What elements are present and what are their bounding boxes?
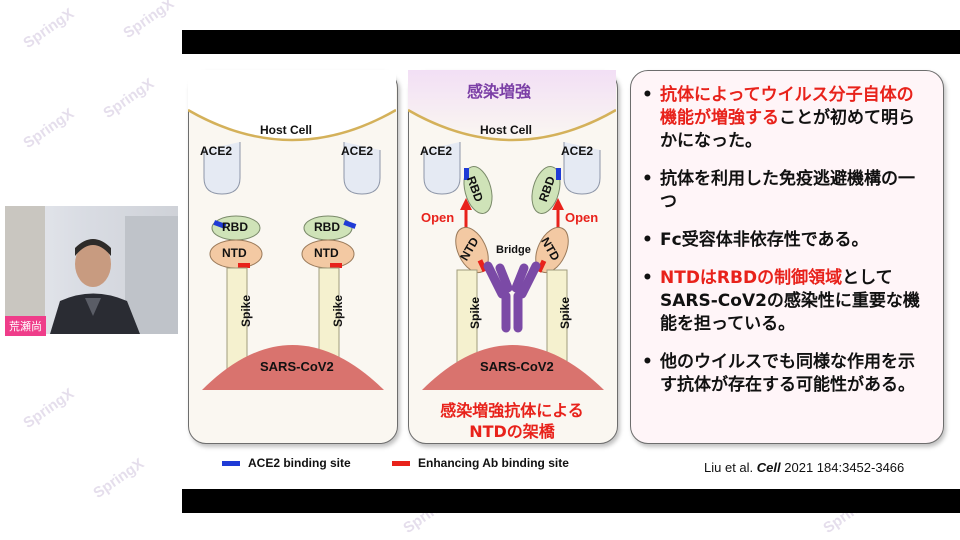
highlight-text: NTDはRBDの制御領域: [660, 268, 843, 288]
ace2-label: ACE2: [341, 144, 374, 158]
legend-label: Enhancing Ab binding site: [418, 456, 569, 470]
citation-ref: 2021 184:3452-3466: [784, 460, 905, 475]
rbd-label: RBD: [314, 220, 340, 234]
summary-item: 抗体によってウイルス分子自体の機能が増強することが初めて明らかになった。: [640, 84, 930, 153]
ace2-label: ACE2: [561, 144, 594, 158]
spike-label: Spike: [331, 294, 346, 328]
citation: Liu et al. Cell 2021 184:3452-3466: [704, 460, 904, 475]
virus-label: SARS-CoV2: [480, 359, 554, 374]
body-text: としてSARS-CoV2の感染性に重要な機能を担っている。: [660, 268, 920, 334]
body-text: 抗体を利用した免疫逃避機構の一つ: [660, 169, 915, 212]
presenter-video: [5, 206, 178, 334]
enhancement-caption-line1: 感染増強抗体による: [440, 401, 584, 420]
ace2-label: ACE2: [200, 144, 233, 158]
body-text: Fc受容体非依存性である。: [660, 230, 869, 250]
open-label: Open: [421, 210, 455, 225]
bridge-label: Bridge: [496, 244, 531, 256]
host-cell-label: Host Cell: [260, 123, 313, 137]
open-label: Open: [565, 210, 599, 225]
legend-enhancing: Enhancing Ab binding site: [392, 456, 569, 470]
enhancing-site-swatch: [392, 460, 410, 466]
citation-authors: Liu et al.: [704, 460, 754, 475]
ace2-site-swatch: [222, 460, 240, 466]
presenter-figure: [5, 206, 178, 334]
letterbox-top: [182, 30, 960, 54]
presenter-name: 荒瀬尚: [5, 316, 46, 336]
rbd-label: RBD: [222, 220, 248, 234]
watermark-text: SpringX: [120, 0, 178, 42]
watermark-text: SpringX: [20, 5, 78, 52]
watermark-text: SpringX: [90, 455, 148, 502]
watermark-text: SpringX: [20, 105, 78, 152]
enhanced-diagram: [408, 70, 616, 390]
slide: Host Cell ACE2 ACE2 RBD RBD NTD NTD Spik…: [182, 54, 960, 487]
ntd-label: NTD: [222, 246, 247, 260]
ntd-label: NTD: [314, 246, 339, 260]
body-text: 他のウイルスでも同様な作用を示す抗体が存在する可能性がある。: [660, 352, 915, 395]
enhancement-title: 感染増強: [467, 82, 532, 101]
ace2-label: ACE2: [420, 144, 453, 158]
spike-label: Spike: [239, 294, 254, 328]
enhancement-caption-line2: NTDの架橋: [469, 422, 555, 441]
highlight-text: 抗体によってウイルス分子自体の機能が増強する: [660, 85, 914, 128]
watermark-text: SpringX: [100, 75, 158, 122]
watermark-text: SpringX: [20, 385, 78, 432]
virus-label: SARS-CoV2: [260, 359, 334, 374]
legend-label: ACE2 binding site: [248, 456, 351, 470]
summary-item: 抗体を利用した免疫逃避機構の一つ: [640, 168, 930, 214]
summary-item: NTDはRBDの制御領域としてSARS-CoV2の感染性に重要な機能を担っている…: [640, 267, 930, 336]
spike-label: Spike: [468, 296, 483, 330]
body-text: ことが初めて明らかになった。: [660, 108, 915, 151]
letterbox-bottom: [182, 489, 960, 513]
spike-label: Spike: [558, 296, 573, 330]
legend-ace2: ACE2 binding site: [222, 456, 351, 470]
baseline-diagram: [188, 70, 396, 390]
summary-item: 他のウイルスでも同様な作用を示す抗体が存在する可能性がある。: [640, 351, 930, 397]
summary-item: Fc受容体非依存性である。: [640, 229, 930, 252]
summary-list: 抗体によってウイルス分子自体の機能が増強することが初めて明らかになった。 抗体を…: [640, 84, 930, 412]
host-cell-label: Host Cell: [480, 123, 533, 137]
citation-journal: Cell: [756, 460, 781, 475]
